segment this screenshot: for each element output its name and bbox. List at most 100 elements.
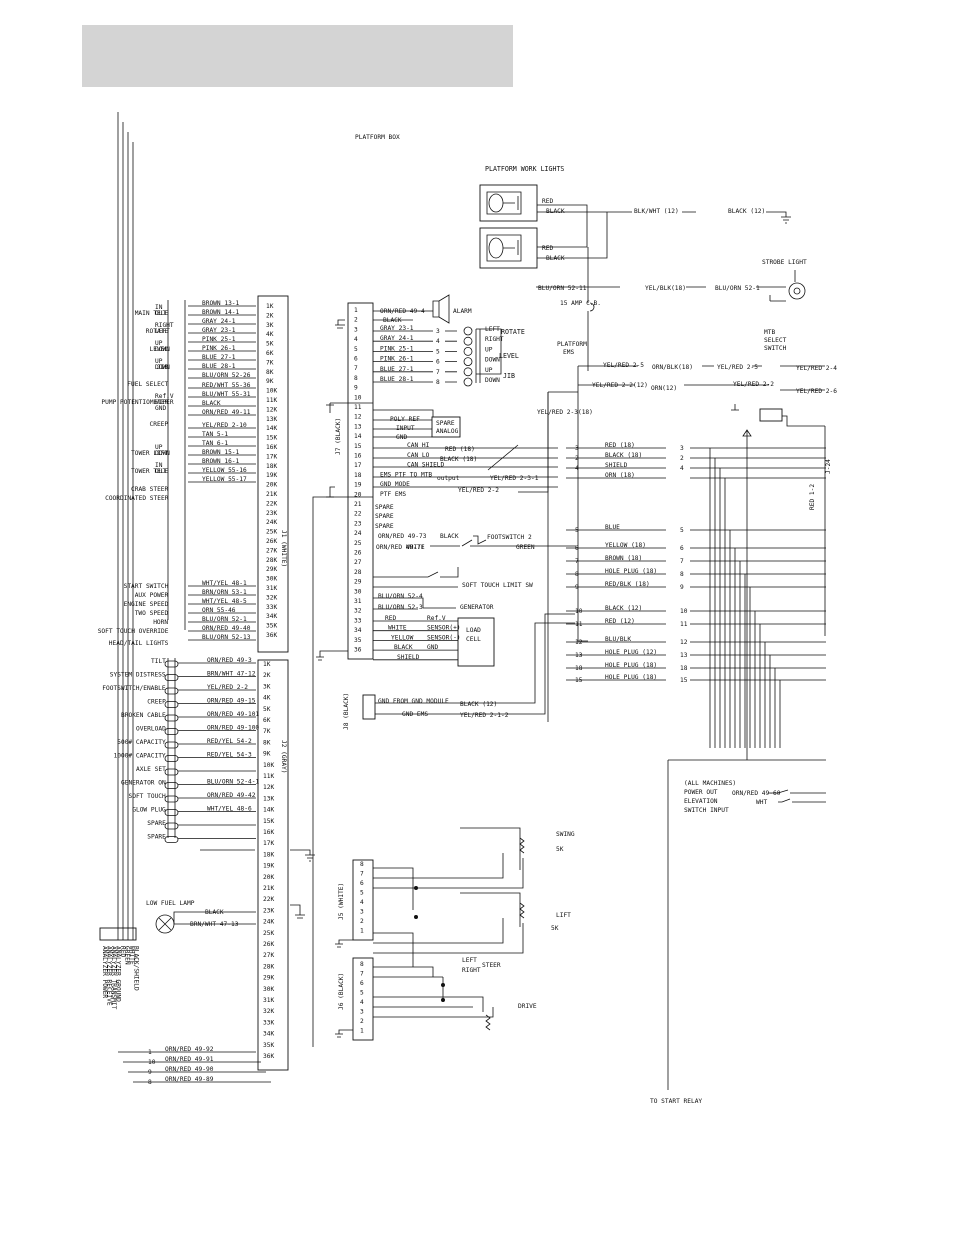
- j2-pin: 9K: [263, 751, 271, 758]
- j24-pin: 10: [575, 608, 583, 615]
- j2-pin: 20K: [263, 874, 274, 881]
- lift-pot-icon: [519, 902, 525, 919]
- j24-pin-right: 12: [680, 639, 688, 646]
- j1-pin: 9K: [266, 378, 274, 385]
- j1-function-label: AUX POWER: [135, 592, 169, 599]
- mtb-title-3: SWITCH: [764, 345, 787, 352]
- j1-wire-label: BLACK: [202, 400, 221, 407]
- header-banner: [82, 25, 513, 87]
- j1-function-label: HEAD/TAIL LIGHTS: [109, 640, 169, 647]
- j24-wire: [566, 679, 826, 748]
- j1-function-sub: UP: [155, 444, 163, 451]
- j1-pin: 21K: [266, 491, 277, 498]
- j2-switch-icon: [164, 755, 179, 762]
- j1-function-label: LEVEL: [150, 346, 169, 353]
- j7-pin: 35: [354, 637, 362, 644]
- j7-pin: 15: [354, 443, 362, 450]
- j1-function-label: TOWER LIFT: [131, 450, 169, 457]
- j2-switch-icon: [164, 674, 179, 681]
- j7-pin-num: 7: [436, 369, 440, 376]
- j2-wire-label: WHT/YEL 48-6: [207, 806, 252, 813]
- j1-function-label: CRAB STEER: [131, 486, 169, 493]
- j6-label: J6 (BLACK): [338, 973, 345, 1010]
- light2-black: BLACK: [546, 255, 565, 262]
- j24-wire-label: HOLE PLUG (12): [605, 649, 657, 656]
- j1-pin: 30K: [266, 576, 277, 583]
- j24-wire-label: BLACK (12): [605, 605, 642, 612]
- j2-wire-label: BLU/ORN 52-4-1: [207, 779, 259, 786]
- j24-wire-label: RED (18): [605, 442, 635, 449]
- analyzer-pin: 10: [148, 1059, 156, 1066]
- platform-work-lights-title: PLATFORM WORK LIGHTS: [485, 165, 564, 173]
- can-label: CAN SHIELD: [407, 462, 445, 469]
- j7-foot-3: BLACK: [440, 533, 459, 540]
- j2-switch-icon: [164, 822, 179, 830]
- j7-pin: 11: [354, 404, 362, 411]
- j2-pin: 13K: [263, 795, 274, 802]
- j1-pin: 31K: [266, 585, 277, 592]
- j24-wire: [566, 560, 826, 748]
- analyzer-wire: [122, 122, 261, 1063]
- switch-direction: UP: [485, 346, 493, 353]
- strobe-bluorn-b: BLU/ORN 52-1: [715, 285, 760, 292]
- j2-pin: 33K: [263, 1019, 274, 1026]
- j24-wire: [566, 447, 826, 748]
- j2-pin: 8K: [263, 739, 271, 746]
- ptf-ems-wire: YEL/RED 2-2: [458, 487, 499, 494]
- ems-wire-8: YEL/RED 2-4: [796, 365, 837, 372]
- j24-wire: [566, 457, 826, 748]
- can-black: BLACK (18): [440, 456, 477, 463]
- platform-ems-1: PLATFORM: [557, 341, 587, 348]
- j5-pin: 6: [360, 880, 364, 887]
- j24-wire-label: HOLE PLUG (18): [605, 662, 657, 669]
- j7-foot-4: WHITE: [406, 544, 425, 551]
- j24-pin-right: 4: [680, 465, 684, 472]
- load-cell-pin: GND: [427, 644, 438, 651]
- ems-wire-5: ORN(12): [651, 385, 677, 392]
- j7-foot-1: ORN/RED 49-73: [378, 533, 427, 540]
- j1-pin: 14K: [266, 425, 277, 432]
- j1-wire-label: BROWN 15-1: [202, 449, 240, 456]
- j6-wiring: [373, 966, 494, 1018]
- j1-wire-label: YELLOW 55-16: [202, 467, 247, 474]
- j8-out-2: YEL/RED 2-1-2: [460, 712, 509, 719]
- j1-pin: 20K: [266, 482, 277, 489]
- ground-wire-label: YEL/RED 2-3-1: [490, 475, 539, 482]
- j24-wire: [566, 623, 826, 748]
- j7-foot-2: ORN/RED 49-71: [376, 544, 425, 551]
- j24-wire: [566, 667, 826, 748]
- j1-wire-label: PINK 26-1: [202, 345, 236, 352]
- j1-function-label: CREEP: [150, 421, 169, 428]
- j7-pin: 6: [354, 356, 358, 363]
- j7-pin: 1: [354, 307, 358, 314]
- j2-function-label: CREEP: [147, 699, 166, 706]
- j8-wire-2: GND EMS: [402, 711, 428, 718]
- j7-spare-3: SPARE: [375, 523, 394, 530]
- j1-pin: 13K: [266, 416, 277, 423]
- j24-pin-right: 15: [680, 677, 688, 684]
- analyzer-pin: 1: [148, 1049, 152, 1056]
- j24-pin: 3: [575, 445, 579, 452]
- j24-wire: [566, 529, 826, 748]
- j1-function-sub: RIGHT: [155, 322, 174, 329]
- j1-function-sub: IN: [155, 462, 163, 469]
- analyzer-label: GREEN: [124, 946, 131, 965]
- swing-label: SWING: [556, 831, 575, 838]
- analyzer-pin: 8: [148, 1079, 152, 1086]
- mtb-title-2: SELECT: [764, 337, 787, 344]
- j7-pin: 10: [354, 394, 362, 401]
- j2-switch-icon: [164, 728, 179, 735]
- analyzer-label: RED: [119, 946, 126, 957]
- j1-connector: [257, 295, 289, 653]
- j24-pin: 15: [575, 677, 583, 684]
- j1-function-label: TWO SPEED: [135, 610, 169, 617]
- j7-pin: 5: [354, 346, 358, 353]
- j2-switch-icon: [164, 809, 179, 816]
- can-label: PTF EMS: [380, 491, 406, 498]
- j1-wire-label: BROWN 16-1: [202, 458, 240, 465]
- j7-pin: 3: [354, 326, 358, 333]
- j1-function-label: ENGINE SPEED: [124, 601, 169, 608]
- power-out-wire-1: ORN/RED 49-60: [732, 790, 781, 797]
- j2-pin: 11K: [263, 773, 274, 780]
